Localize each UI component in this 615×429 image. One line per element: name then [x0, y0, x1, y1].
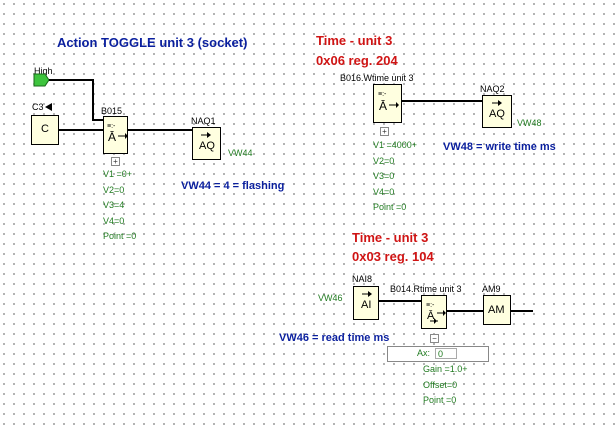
- b015-param-v4: V4=0: [103, 215, 125, 226]
- svg-text:Ā: Ā: [379, 99, 387, 113]
- b016-block[interactable]: ≡:- Ā: [373, 84, 402, 123]
- b016-params: V1 =4000+ V2=0 V3=0 V4=0 Point =0: [373, 138, 417, 216]
- b015-param-point: Point =0: [103, 231, 137, 241]
- vw48-note: VW48 = write time ms: [443, 141, 556, 153]
- b014-ax-label: Ax:: [417, 348, 431, 358]
- analog-out-icon: [492, 100, 502, 106]
- am9-text: AM: [488, 304, 505, 316]
- high-input-label: High: [34, 66, 53, 76]
- naq2-tag: VW48: [517, 118, 542, 128]
- high-flag-icon[interactable]: [33, 73, 50, 87]
- naq2-label: NAQ2: [480, 84, 505, 94]
- am9-label: AM9: [482, 284, 501, 294]
- math-block-icon: ≡:- Ā: [107, 123, 128, 144]
- b015-param-v2: V2=0: [103, 184, 125, 195]
- time-read-title: Time - unit 3: [352, 230, 429, 245]
- math-block-icon: ≡:- Ā: [378, 91, 399, 113]
- b016-param-v1: V1 =4000+: [373, 140, 418, 150]
- b014-ax-input[interactable]: 0: [435, 348, 457, 359]
- vw46-note: VW46 = read time ms: [279, 332, 390, 344]
- b016-param-v2: V2=0: [373, 155, 395, 166]
- toggle-section-title: Action TOGGLE unit 3 (socket): [57, 35, 248, 50]
- naq1-text: AQ: [199, 140, 215, 152]
- b014-block[interactable]: ≡:- Ā: [421, 295, 447, 329]
- vw44-note: VW44 = 4 = flashing: [181, 180, 285, 192]
- b016-param-point: Point =0: [373, 202, 407, 212]
- b014-param-gain: Gain =1.0+: [423, 364, 468, 374]
- time-read-register: 0x03 reg. 104: [352, 249, 434, 264]
- b016-param-v4: V4=0: [373, 186, 395, 197]
- naq1-block[interactable]: AQ: [192, 127, 221, 160]
- c3-block-text: C: [41, 123, 49, 135]
- c3-input-block[interactable]: C: [31, 115, 59, 145]
- nai8-block[interactable]: AI: [353, 286, 379, 320]
- b014-param-offset: Offset=0: [423, 379, 458, 390]
- svg-text:≡:-: ≡:-: [426, 302, 435, 309]
- svg-text:≡:-: ≡:-: [107, 123, 116, 130]
- svg-text:≡:-: ≡:-: [378, 91, 387, 98]
- b015-param-v1: V1 =0+: [103, 169, 133, 179]
- b016-label: B016.Wtime unit 3: [340, 73, 414, 83]
- math-block-icon: ≡:- Ā: [426, 302, 446, 324]
- b015-params: V1 =0+ V2=0 V3=4 V4=0 Point =0: [103, 167, 136, 245]
- analog-out-icon: [201, 132, 211, 138]
- time-write-title: Time - unit 3: [316, 33, 393, 48]
- b015-expand-button[interactable]: +: [111, 157, 120, 166]
- time-write-register: 0x06 reg. 204: [316, 53, 398, 68]
- naq1-tag: VW44: [228, 148, 253, 158]
- nai8-label: NAI8: [352, 274, 373, 284]
- naq1-label: NAQ1: [191, 116, 216, 126]
- am9-block[interactable]: AM: [483, 295, 511, 325]
- naq2-text: AQ: [489, 108, 505, 120]
- nai8-tag: VW46: [318, 293, 343, 303]
- b016-expand-button[interactable]: +: [380, 127, 389, 136]
- b015-label: B015: [101, 106, 123, 116]
- c3-label: C3: [32, 102, 44, 112]
- b016-param-v3: V3=0: [373, 171, 395, 181]
- b014-ax-field[interactable]: Ax: 0: [387, 346, 489, 362]
- b015-block[interactable]: ≡:- Ā: [103, 116, 128, 154]
- b014-collapse-button[interactable]: −: [430, 334, 439, 343]
- b014-params: Gain =1.0+ Offset=0 Point =0: [423, 362, 468, 409]
- analog-in-icon: [362, 291, 372, 297]
- nai8-text: AI: [361, 299, 372, 311]
- b014-param-point: Point =0: [423, 395, 457, 405]
- naq2-block[interactable]: AQ: [482, 95, 512, 128]
- b015-param-v3: V3=4: [103, 200, 125, 210]
- b014-label: B014.Rtime unit 3: [390, 284, 462, 294]
- c3-arrow-icon: [45, 103, 52, 111]
- svg-text:Ā: Ā: [108, 130, 116, 144]
- svg-text:Ā: Ā: [427, 310, 435, 322]
